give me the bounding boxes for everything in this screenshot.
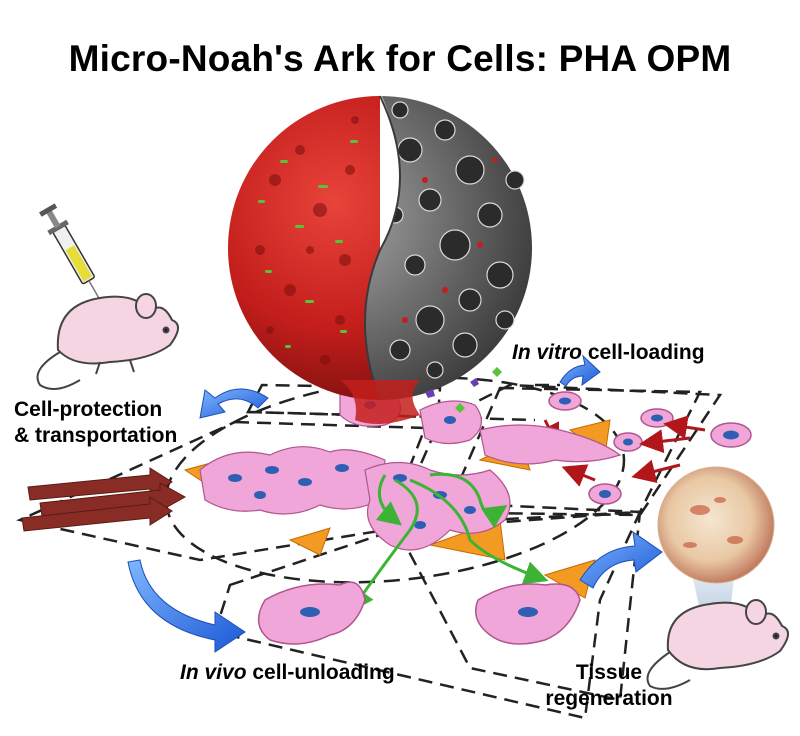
in-vitro-rest: cell-loading <box>582 341 705 364</box>
syringe-icon <box>39 203 100 299</box>
mouse-icon <box>36 293 179 390</box>
mouse-icon <box>646 599 789 690</box>
blue-arrows <box>127 354 663 653</box>
opm-sphere <box>228 95 532 424</box>
loading-cells <box>548 391 752 505</box>
in-vitro-italic: In vitro <box>512 341 583 364</box>
tissue-line1: Tissue <box>575 661 643 684</box>
migrating-nuclei <box>300 607 538 617</box>
in-vivo-rest: cell-unloading <box>246 661 395 684</box>
tissue-sphere-icon <box>657 466 775 584</box>
in-vivo-italic: In vivo <box>180 661 247 684</box>
diagram-title: Micro-Noah's Ark for Cells: PHA OPM <box>68 38 732 79</box>
tissue-line2: regeneration <box>545 687 673 710</box>
tissue-regeneration-label: Tissue regeneration <box>544 660 674 712</box>
spread-cells <box>479 424 622 465</box>
cell-protection-label: Cell-protection & transportation <box>14 397 177 449</box>
cell-protection-line2: & transportation <box>14 424 178 447</box>
transport-arrows <box>21 467 187 532</box>
cell-protection-line1: Cell-protection <box>14 398 163 421</box>
in-vivo-label: In vivo cell-unloading <box>180 660 395 686</box>
green-unloading-arrows <box>349 472 549 613</box>
in-vitro-label: In vitro cell-loading <box>512 340 705 366</box>
particles <box>425 367 502 413</box>
